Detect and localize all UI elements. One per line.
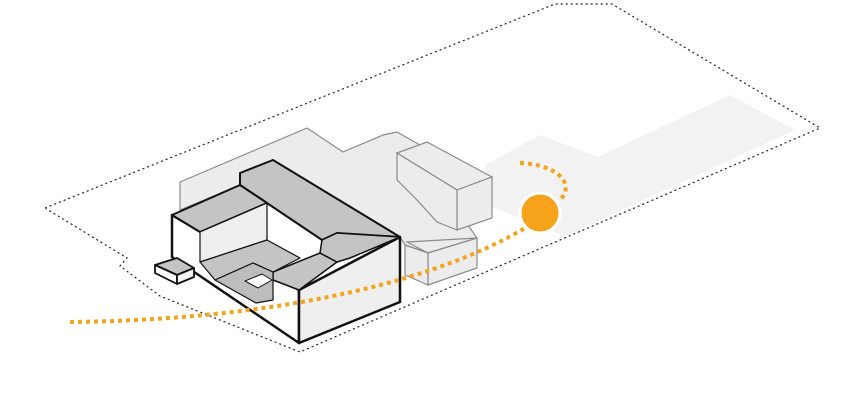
roof-right-upper xyxy=(319,232,401,263)
courtyard-floor xyxy=(214,262,274,304)
courtyard-stair xyxy=(244,273,273,289)
shadow-area xyxy=(485,95,795,236)
sun-path-upper xyxy=(519,161,568,202)
sun-icon xyxy=(518,191,562,235)
sun-path-lower xyxy=(69,226,527,324)
front-wall xyxy=(297,235,402,345)
annex-front xyxy=(176,267,195,285)
main-building xyxy=(154,159,402,345)
context-buildings xyxy=(179,127,494,286)
